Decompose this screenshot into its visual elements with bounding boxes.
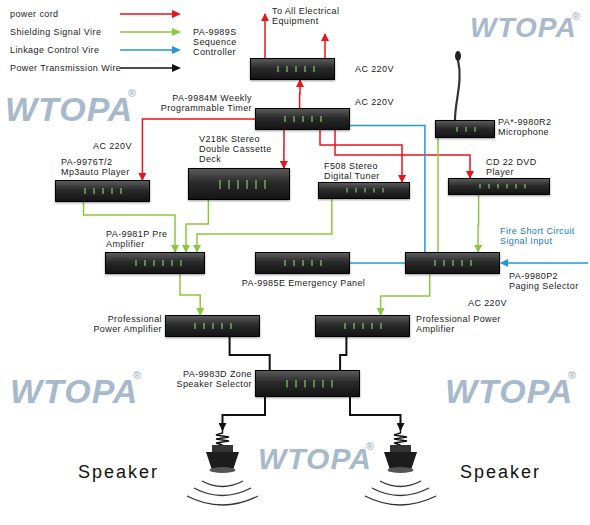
speaker: Speaker (378, 430, 423, 475)
watermark: WTOPA (445, 372, 573, 410)
fire-signal-wire (501, 262, 588, 264)
device-label: Professional Power Amplifier (416, 314, 506, 334)
device-label: PA-9984M Weekly Programmable Timer (140, 93, 252, 113)
microphone: PA*-9980R2 Microphone (435, 120, 495, 138)
speaker-label: Speaker (78, 462, 188, 482)
device-label: PA-9981P Pre Amplifier (106, 229, 172, 249)
registered-mark: ® (128, 86, 136, 101)
signal-wire (320, 130, 402, 182)
legend-arrowhead (172, 46, 181, 54)
zone-speaker-selector: PA-9983D Zone Speaker Selector (255, 370, 360, 397)
registered-mark: ® (133, 368, 141, 383)
signal-wire (197, 199, 332, 252)
registered-mark: ® (568, 368, 576, 383)
note-label: AC 220V (355, 64, 405, 74)
speaker-label: Speaker (460, 462, 570, 482)
legend-line (120, 13, 174, 15)
legend-arrowhead (172, 64, 181, 72)
signal-wire (84, 202, 176, 252)
sequence-controller: PA-9989S Sequence Controller (250, 58, 335, 80)
watermark: WTOPA (470, 12, 577, 44)
paging-selector: PA-9980P2 Paging Selector (405, 252, 500, 274)
legend-text: Power Transmission Wire (10, 63, 121, 73)
device-label: F508 Stereo Digital Tuner (324, 161, 402, 181)
programmable-timer: PA-9984M Weekly Programmable Timer (255, 108, 350, 130)
watermark: WTOPA (258, 442, 372, 476)
signal-wire (437, 138, 439, 252)
speaker-magnet (212, 445, 233, 452)
signal-wire (299, 80, 301, 108)
legend-line-swatch (120, 63, 182, 73)
digital-tuner: F508 Stereo Digital Tuner (318, 182, 410, 199)
legend-line-swatch (120, 9, 182, 19)
legend-line (120, 49, 174, 51)
pre-amplifier: PA-9981P Pre Amplifier (105, 252, 205, 274)
speaker-rim (210, 467, 236, 473)
signal-wire (381, 274, 430, 315)
speaker: Speaker (200, 430, 245, 475)
speaker-magnet (390, 445, 411, 452)
legend-line (120, 67, 174, 69)
mp3-player: PA-9976T/2 Mp3auto Player (55, 180, 150, 202)
dvd-player: CD 22 DVD Player (448, 178, 550, 195)
legend-arrowhead (172, 28, 181, 36)
speaker-coil (216, 430, 229, 445)
legend-arrowhead (172, 10, 181, 18)
device-label: PA-9989S Sequence Controller (193, 27, 249, 57)
watermark: WTOPA (5, 90, 133, 128)
watermark: WTOPA (10, 372, 138, 410)
note-label: Fire Short Circuit Signal Input (500, 226, 586, 246)
speaker-coil (394, 430, 407, 445)
microphone-gooseneck (455, 51, 461, 120)
legend-line (120, 31, 174, 33)
speaker-icon (200, 430, 245, 475)
signal-wire (223, 397, 266, 430)
signal-wire (350, 397, 401, 430)
power-amplifier: Professional Power Amplifier (165, 315, 260, 337)
signal-wire (340, 337, 346, 370)
legend-line-swatch (120, 27, 182, 37)
legend-line-swatch (120, 45, 182, 55)
signal-wire (350, 262, 405, 264)
signal-wire (230, 337, 270, 370)
device-label: Professional Power Amplifier (82, 314, 162, 334)
legend-text: Linkage Control Vire (10, 45, 99, 55)
speaker-icon (378, 430, 423, 475)
note-label: AC 220V (468, 298, 518, 308)
device-label: PA-9983D Zone Speaker Selector (168, 369, 252, 389)
signal-wire (477, 195, 479, 252)
sound-waves (187, 481, 436, 505)
note-label: AC 220V (355, 97, 405, 107)
registered-mark: ® (572, 9, 580, 24)
note-label: AC 220V (93, 141, 139, 151)
legend-text: power cord (10, 9, 59, 19)
device-label: PA-9985E Emergency Panel (241, 278, 366, 288)
speaker-rim (388, 467, 414, 473)
note-label: To All Electrical Equipment (272, 6, 357, 26)
signal-wire (283, 130, 285, 168)
device-label: PA-9976T/2 Mp3auto Player (61, 157, 139, 177)
legend-text: Shielding Signal Vire (10, 27, 101, 37)
signal-wire (180, 274, 200, 315)
cassette-deck: V218K Stereo Double Cassette Deck (188, 168, 290, 200)
device-label: PA-9980P2 Paging Selector (509, 271, 589, 291)
power-amplifier: Professional Power Amplifier (315, 315, 410, 337)
device-label: V218K Stereo Double Cassette Deck (199, 134, 279, 164)
device-label: PA*-9980R2 Microphone (498, 117, 586, 137)
emergency-panel: PA-9985E Emergency Panel (255, 252, 350, 274)
registered-mark: ® (366, 439, 374, 454)
device-label: CD 22 DVD Player (486, 157, 551, 177)
